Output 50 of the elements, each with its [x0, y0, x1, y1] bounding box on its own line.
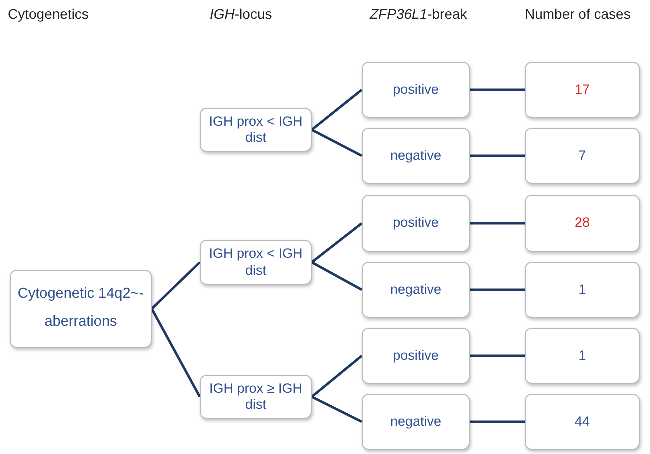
node-box: [525, 62, 640, 118]
node-box: [362, 195, 470, 252]
node-label: negative: [390, 148, 442, 164]
connector-line: [151, 262, 201, 310]
node-label: negative: [390, 282, 442, 298]
column-header: ZFP36L1-break: [370, 6, 468, 22]
connector-line: [470, 88, 525, 92]
node-label: 17: [574, 82, 590, 98]
connector-line: [311, 89, 363, 131]
connector-line: [311, 355, 363, 398]
node-box: [525, 195, 640, 252]
node-box: [362, 328, 470, 384]
node-label: negative: [390, 414, 442, 430]
connector-line: [470, 420, 525, 424]
node-box: [525, 262, 640, 318]
connector-line: [150, 308, 202, 398]
node-label: positive: [393, 215, 439, 232]
node-label: positive: [393, 82, 439, 98]
node-label: 7: [578, 148, 586, 164]
connector-line: [311, 128, 363, 158]
node-label: 44: [574, 414, 590, 430]
node-box: [200, 375, 312, 419]
node-box: [362, 128, 470, 184]
node-label: 1: [578, 348, 586, 364]
node-label: 1: [578, 282, 586, 298]
node-label: positive: [393, 348, 439, 364]
node-label: 28: [574, 215, 590, 232]
node-box: [200, 240, 312, 285]
node-box: [200, 108, 312, 152]
connector-line: [470, 222, 525, 225]
node-box: [362, 262, 470, 318]
node-box: [525, 328, 640, 384]
connector-line: [470, 354, 525, 358]
connector-line: [311, 396, 363, 424]
node-box: [362, 394, 470, 450]
node-label: IGH prox < IGH dist: [208, 114, 304, 146]
connector-line: [470, 154, 525, 158]
column-header: IGH-locus: [210, 6, 272, 22]
node-label: Cytogenetic 14q2~-aberrations: [16, 285, 146, 332]
node-box: [10, 270, 152, 348]
column-header: Number of cases: [525, 6, 631, 22]
node-label: IGH prox < IGH dist: [208, 246, 304, 279]
connector-line: [470, 288, 525, 292]
node-box: [525, 128, 640, 184]
node-box: [362, 62, 470, 118]
column-header: Cytogenetics: [8, 6, 89, 22]
connector-line: [311, 261, 363, 292]
node-box: [525, 394, 640, 450]
connector-line: [311, 222, 363, 264]
node-label: IGH prox ≥ IGH dist: [208, 380, 304, 414]
